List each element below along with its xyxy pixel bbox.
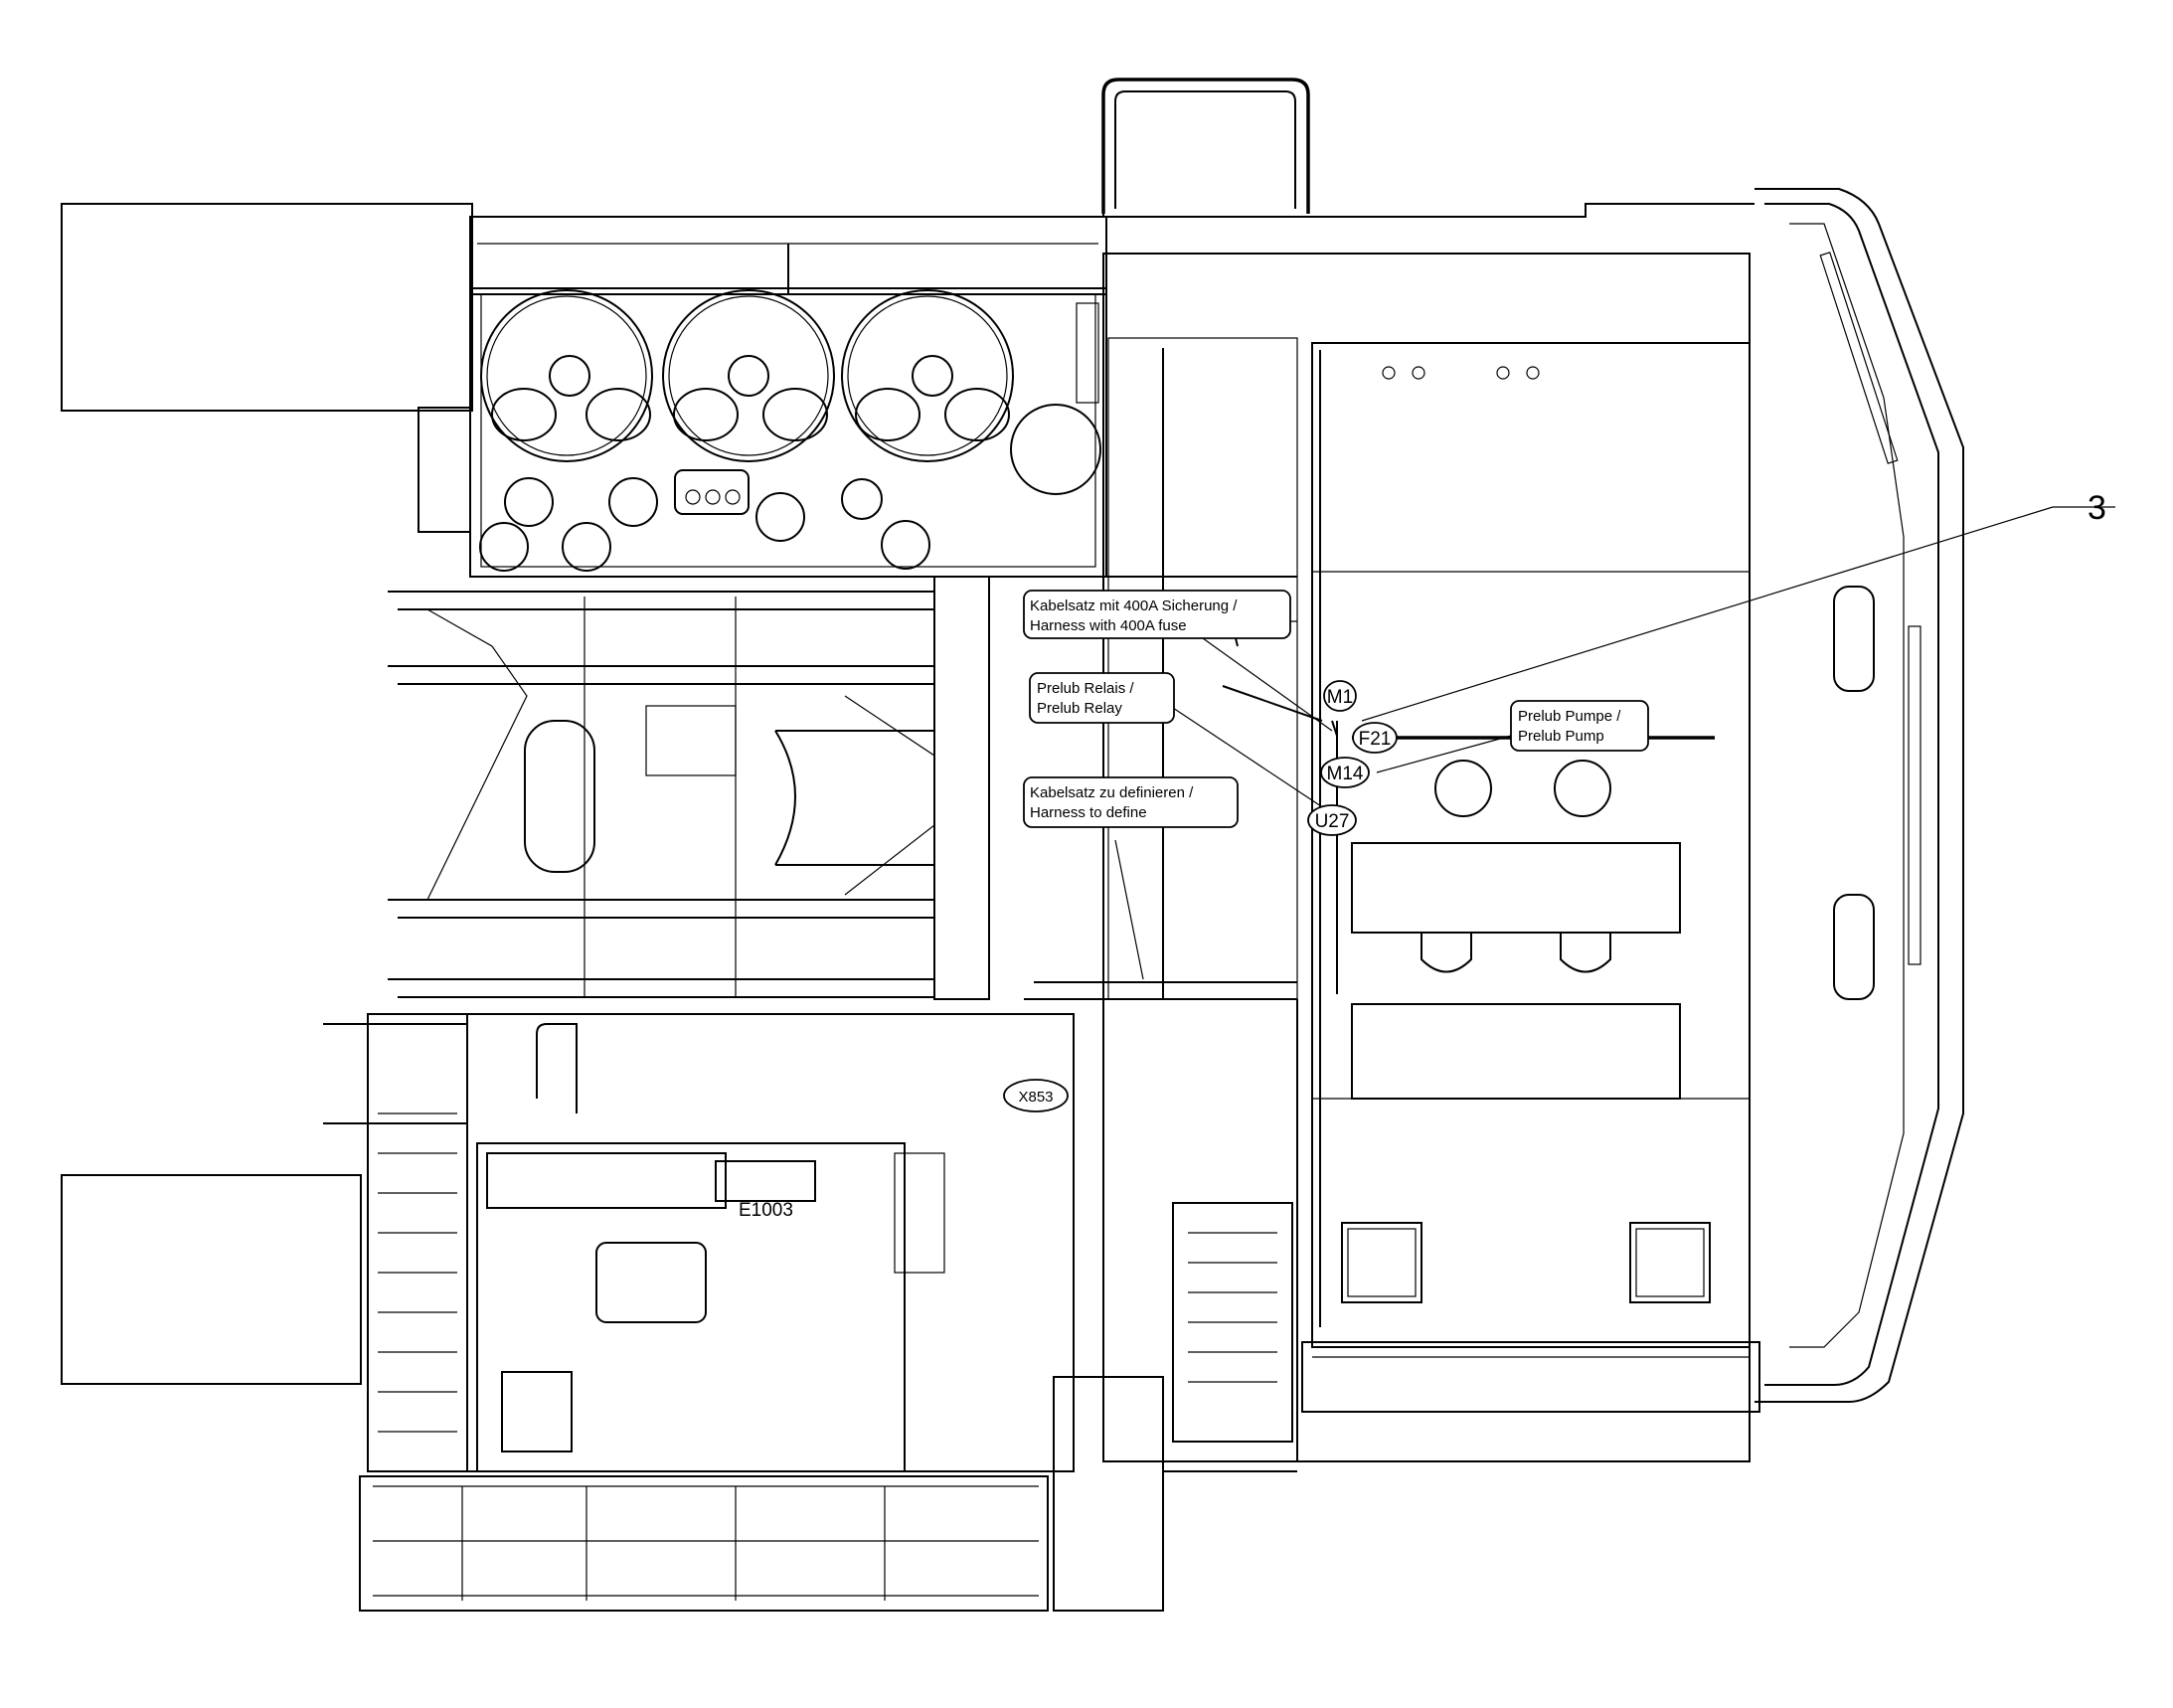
callout-prelub-relay: Prelub Relais / Prelub Relay	[1029, 672, 1175, 724]
callout-harness-define-line2: Harness to define	[1030, 804, 1147, 821]
counterweight-slab-top	[61, 203, 473, 412]
callout-harness-fuse: Kabelsatz mit 400A Sicherung / Harness w…	[1023, 590, 1291, 639]
callout-prelub-relay-line2: Prelub Relay	[1037, 700, 1122, 717]
cab-shell-right	[1755, 188, 1964, 1403]
top-handrail	[1101, 78, 1310, 214]
cooler-block	[418, 287, 1107, 578]
item-number-callout: 3	[2088, 489, 2106, 527]
callout-harness-fuse-line1: Kabelsatz mit 400A Sicherung /	[1030, 598, 1238, 614]
component-tag-f21-label: F21	[1359, 729, 1392, 750]
component-tag-m1-label: M1	[1327, 687, 1353, 708]
engine-compartment	[1102, 253, 1760, 1462]
component-tag-e1003-label: E1003	[739, 1200, 793, 1221]
component-tag-e1003: E1003	[739, 1200, 793, 1221]
lower-access	[1053, 1202, 1297, 1612]
component-tag-x853-label: X853	[1018, 1089, 1053, 1106]
central-column	[933, 337, 1298, 1000]
component-tag-m1: M1	[1323, 680, 1357, 712]
callout-harness-define-line1: Kabelsatz zu definieren /	[1030, 784, 1194, 801]
callout-harness-fuse-line2: Harness with 400A fuse	[1030, 617, 1187, 634]
callout-prelub-pump-line1: Prelub Pumpe /	[1518, 708, 1621, 725]
callout-harness-define: Kabelsatz zu definieren / Harness to def…	[1023, 776, 1239, 828]
upper-frame-outline	[469, 203, 1755, 295]
counterweight-slab-bottom	[61, 1174, 362, 1385]
boom-frame	[388, 591, 935, 998]
component-tag-m14-label: M14	[1327, 764, 1364, 784]
leader-lines	[1114, 506, 2115, 980]
component-tag-m14: M14	[1320, 757, 1370, 788]
callout-prelub-relay-line1: Prelub Relais /	[1037, 680, 1134, 697]
callout-prelub-pump-line2: Prelub Pump	[1518, 728, 1604, 745]
component-tag-u27: U27	[1307, 804, 1357, 836]
callout-prelub-pump: Prelub Pumpe / Prelub Pump	[1510, 700, 1649, 752]
component-tag-u27-label: U27	[1315, 811, 1350, 832]
component-tag-f21: F21	[1352, 722, 1398, 754]
item-number-label: 3	[2088, 489, 2106, 527]
bottom-platform	[359, 1475, 1049, 1612]
stairs-left	[323, 1013, 468, 1472]
operator-cab	[466, 1013, 1075, 1472]
harness-routing	[1178, 605, 1715, 994]
component-tag-x853: X853	[1003, 1079, 1069, 1112]
